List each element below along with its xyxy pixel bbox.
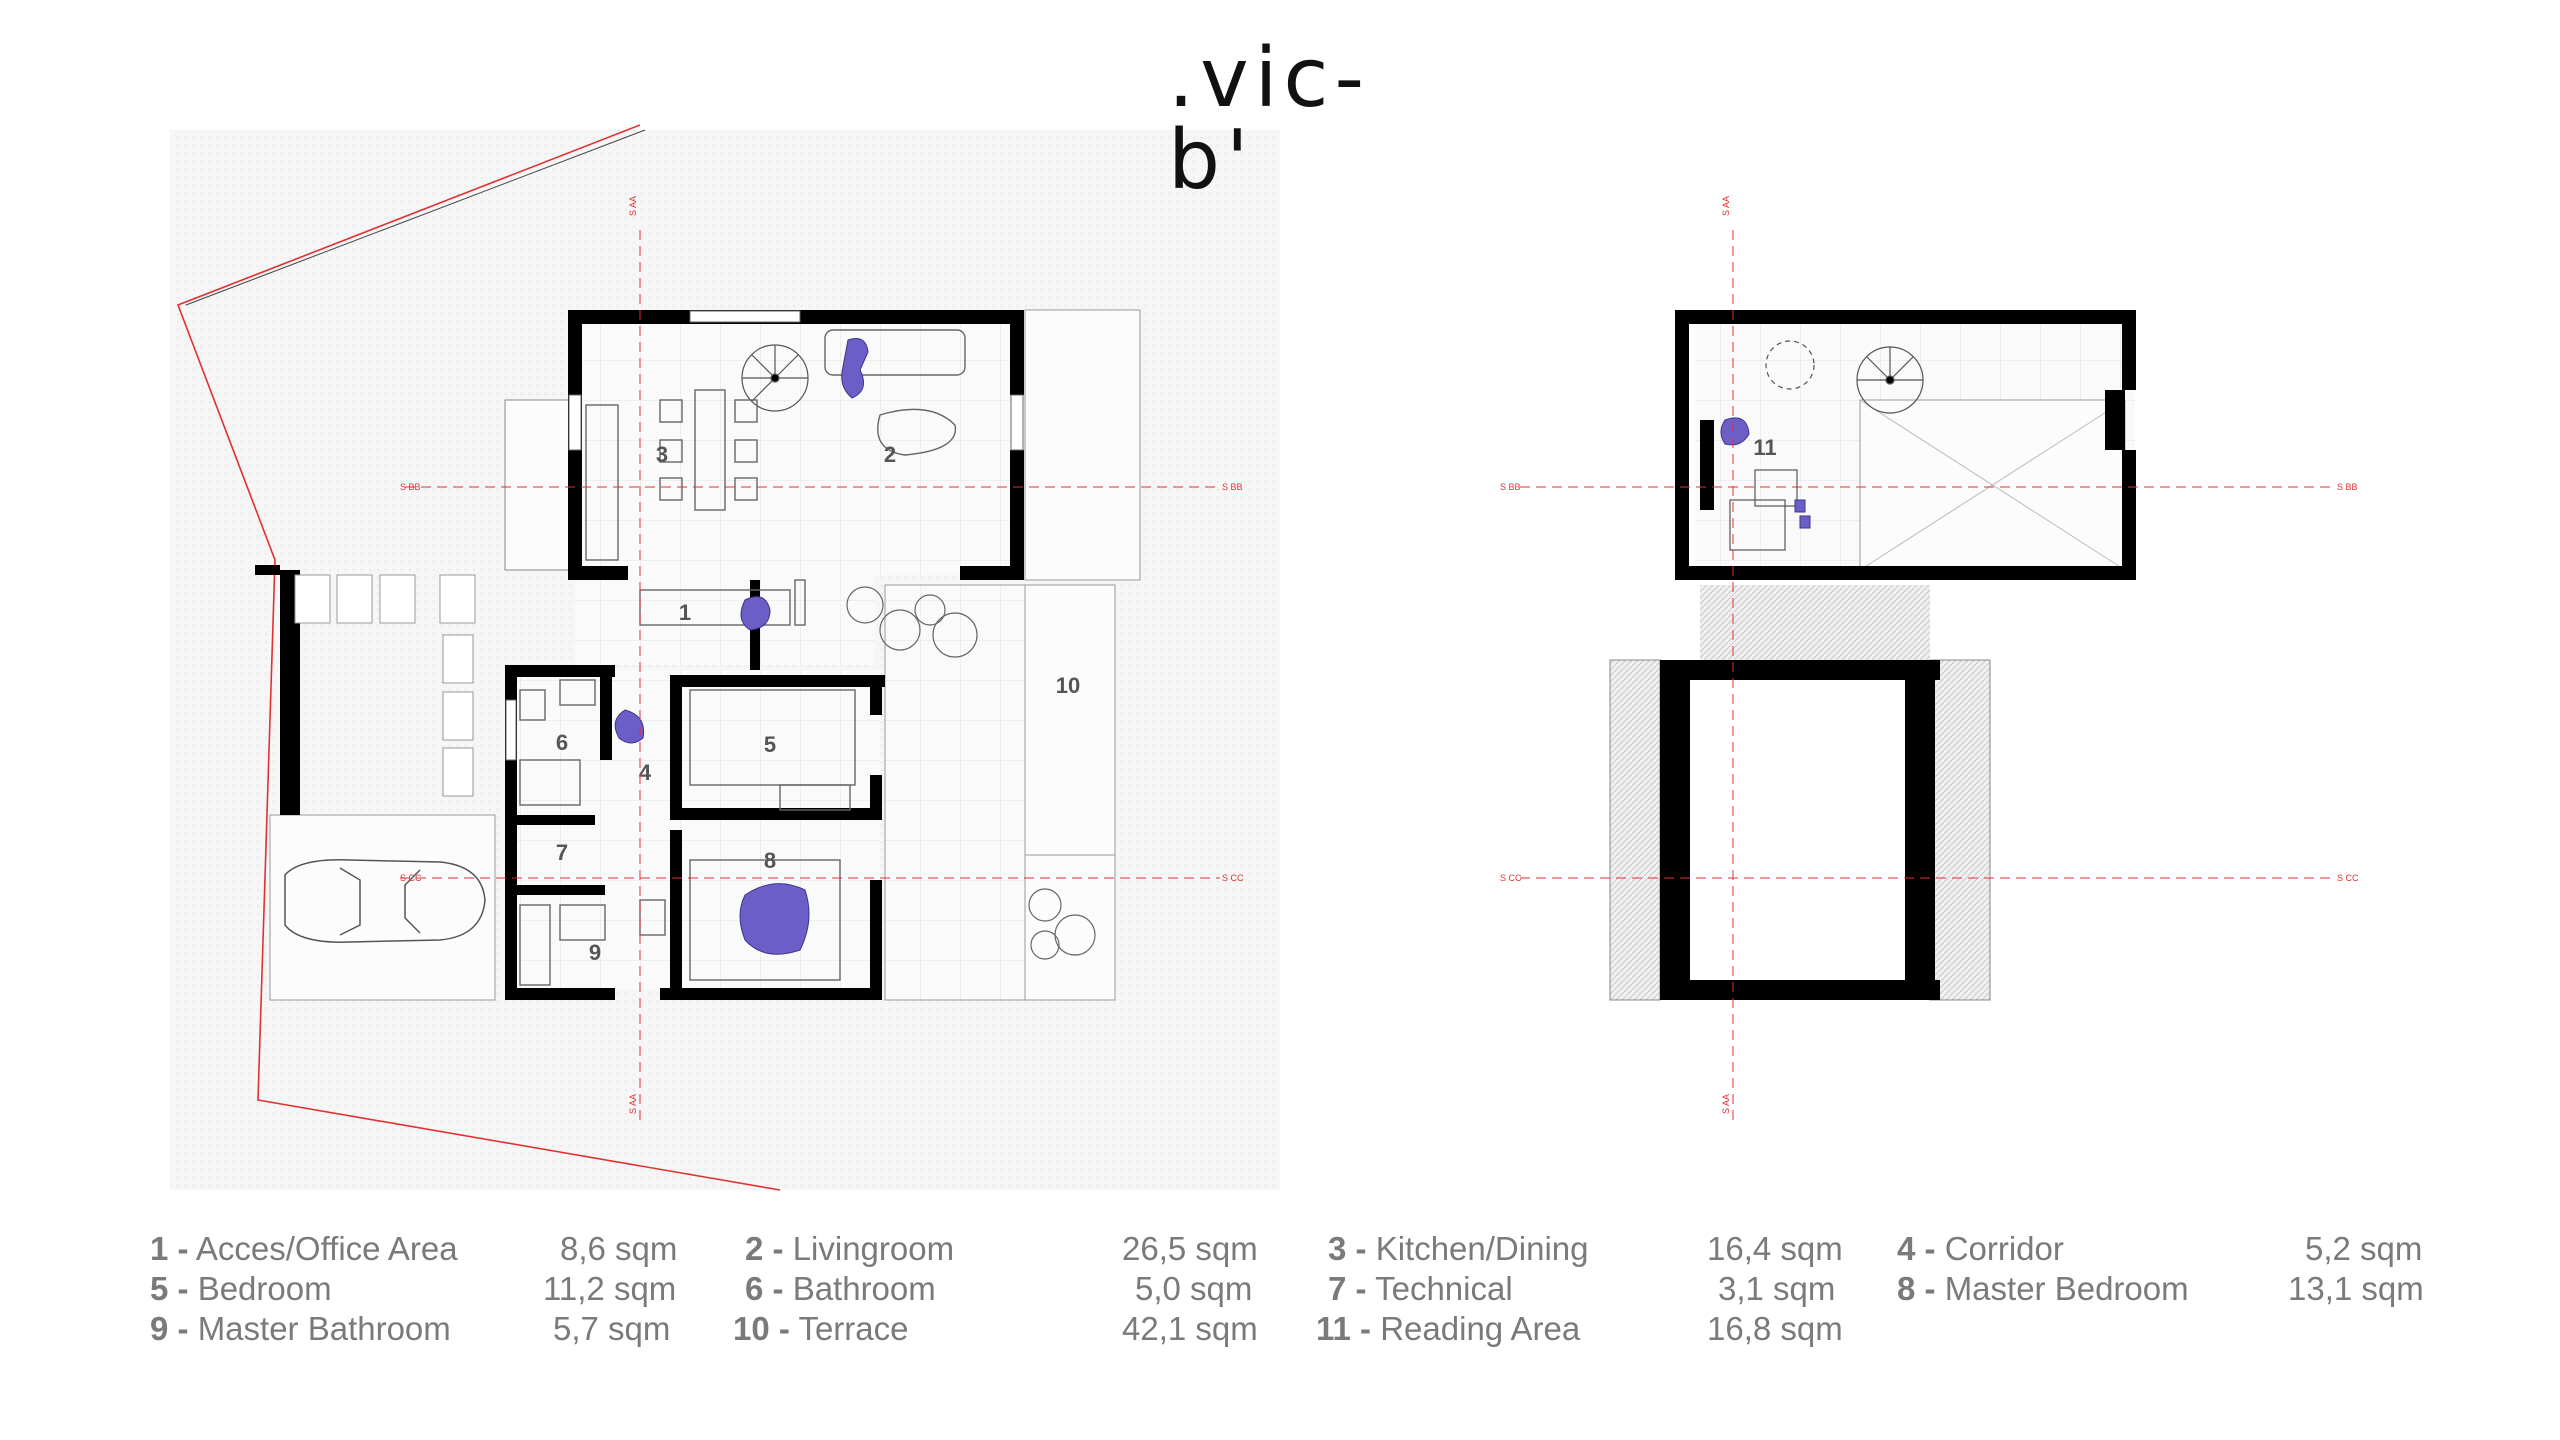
legend-item-4: 4 - Corridor bbox=[1897, 1230, 2064, 1267]
lower-roof-hatch-left bbox=[1609, 659, 1661, 1001]
section-mark-aa-top-upper: S AA bbox=[1721, 196, 1731, 216]
legend-area-2: 26,5 sqm bbox=[1122, 1230, 1258, 1267]
legend-area-4: 5,2 sqm bbox=[2305, 1230, 2423, 1267]
legend-item-2: 2 - Livingroom bbox=[745, 1230, 955, 1267]
upper-floor-plan: 11 S AA S AA S BB S BB S CC S CC bbox=[1500, 196, 2359, 1120]
room-label-1: 1 bbox=[679, 600, 691, 625]
coffee-table bbox=[877, 408, 957, 456]
room-label-9: 9 bbox=[589, 940, 601, 965]
legend-item-7: 7 - Technical bbox=[1328, 1270, 1513, 1307]
lower-roof-walls bbox=[1660, 660, 1940, 1000]
legend-area-1: 8,6 sqm bbox=[560, 1230, 678, 1267]
legend-item-1: 1 - Acces/Office Area bbox=[150, 1230, 458, 1267]
legend-area-5: 11,2 sqm bbox=[543, 1270, 677, 1307]
legend-item-8: 8 - Master Bedroom bbox=[1897, 1270, 2189, 1307]
kitchen-counter bbox=[585, 404, 619, 561]
room-label-3: 3 bbox=[656, 442, 668, 467]
section-mark-bb-right: S BB bbox=[1222, 482, 1243, 492]
room-legend: 1 - Acces/Office Area 8,6 sqm 2 - Living… bbox=[0, 1222, 2560, 1372]
room-label-2: 2 bbox=[884, 442, 896, 467]
legend-item-5: 5 - Bedroom bbox=[150, 1270, 332, 1307]
plant-icons bbox=[846, 586, 1096, 960]
sofa bbox=[824, 329, 966, 376]
legend-item-3: 3 - Kitchen/Dining bbox=[1328, 1230, 1589, 1267]
legend-area-9: 5,7 sqm bbox=[553, 1310, 671, 1347]
brand-logo-text: .vic-b' bbox=[1168, 31, 1371, 208]
carport bbox=[269, 814, 496, 1001]
section-mark-bb-left: S BB bbox=[400, 482, 421, 492]
legend-area-7: 3,1 sqm bbox=[1718, 1270, 1836, 1307]
legend-area-10: 42,1 sqm bbox=[1122, 1310, 1258, 1347]
legend-area-11: 16,8 sqm bbox=[1707, 1310, 1843, 1347]
legend-item-9: 9 - Master Bathroom bbox=[150, 1310, 451, 1347]
lower-roof-hatch-right bbox=[1929, 659, 1991, 1001]
room-label-6: 6 bbox=[556, 730, 568, 755]
section-mark-cc-left: S CC bbox=[400, 873, 422, 883]
section-mark-bb-left-upper: S BB bbox=[1500, 482, 1521, 492]
brand-logo: .vic-b' bbox=[1150, 28, 1440, 202]
section-mark-cc-right: S CC bbox=[1222, 873, 1244, 883]
legend-item-6: 6 - Bathroom bbox=[745, 1270, 936, 1307]
legend-area-3: 16,4 sqm bbox=[1707, 1230, 1843, 1267]
upper-floor-walls bbox=[1675, 310, 2136, 580]
car-icon bbox=[284, 859, 486, 943]
room-label-7: 7 bbox=[556, 840, 568, 865]
legend-item-10: 10 - Terrace bbox=[733, 1310, 909, 1347]
person-figures bbox=[614, 338, 869, 955]
dining-table bbox=[694, 389, 726, 511]
property-boundary bbox=[176, 124, 781, 1191]
bathroom-fixture bbox=[519, 689, 546, 721]
room-label-5: 5 bbox=[764, 732, 776, 757]
legend-area-6: 5,0 sqm bbox=[1135, 1270, 1253, 1307]
legend-item-11: 11 - Reading Area bbox=[1316, 1310, 1581, 1347]
section-mark-aa-bottom: S AA bbox=[628, 1094, 638, 1114]
ground-floor-plan: 1 2 3 4 5 6 7 8 9 10 S AA S AA S BB S BB… bbox=[170, 124, 1280, 1191]
room-label-8: 8 bbox=[764, 848, 776, 873]
room-label-11: 11 bbox=[1753, 435, 1776, 460]
section-mark-bb-right-upper: S BB bbox=[2337, 482, 2358, 492]
section-mark-aa-bottom-upper: S AA bbox=[1721, 1094, 1731, 1114]
room-label-10: 10 bbox=[1056, 673, 1080, 698]
room-label-4: 4 bbox=[639, 760, 652, 785]
spiral-stair-icon bbox=[741, 344, 809, 412]
section-mark-aa-top: S AA bbox=[628, 196, 638, 216]
legend-area-8: 13,1 sqm bbox=[2288, 1270, 2424, 1307]
section-mark-cc-right-upper: S CC bbox=[2337, 873, 2359, 883]
section-mark-cc-left-upper: S CC bbox=[1500, 873, 1522, 883]
